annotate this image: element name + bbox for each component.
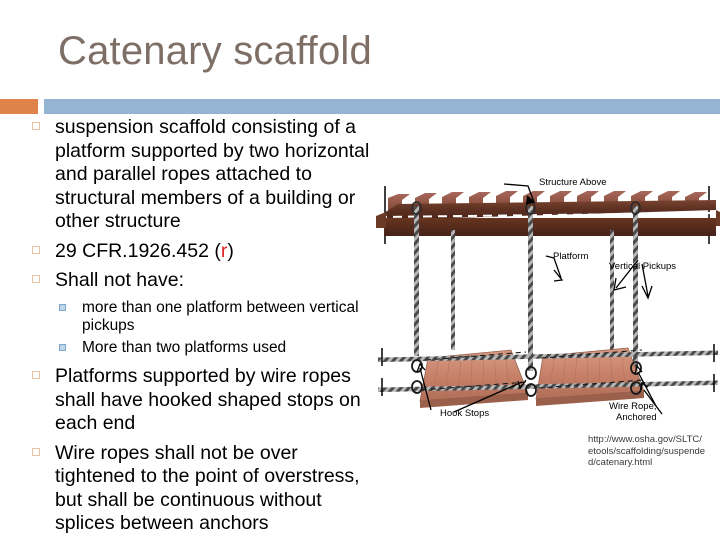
list-item: Shall not have: [0, 269, 374, 293]
bullet-square-icon [32, 122, 40, 130]
list-item-label: Shall not have: [55, 269, 185, 291]
list-item-label-suffix: ) [227, 239, 234, 262]
bullet-list: suspension scaffold consisting of a plat… [0, 116, 374, 540]
rope-anchor [381, 344, 715, 396]
bullet-square-icon [59, 343, 66, 351]
bullet-square-icon [32, 245, 40, 254]
accent-bar-orange [0, 99, 38, 114]
bullet-square-icon [32, 275, 40, 283]
vertical-pickup-ropes [414, 206, 638, 371]
diagram-label-platform: Platform [553, 251, 588, 262]
bullet-square-icon [32, 447, 40, 456]
list-item-label-prefix: 29 CFR.1926.452 ( [55, 239, 221, 262]
list-item: Platforms supported by wire ropes shall … [0, 365, 374, 436]
diagram-label-wire-rope-line1: Wire Rope, [609, 401, 657, 412]
page-title: Catenary scaffold [58, 29, 372, 73]
list-item-label-accent: r [220, 239, 228, 262]
list-item-label: suspension scaffold consisting of a plat… [55, 116, 370, 232]
sub-list-item: more than one platform between vertical … [0, 299, 374, 336]
sub-list-item: More than two platforms used [0, 339, 374, 358]
diagram-label-vertical-pickups: Vertical Pickups [609, 261, 676, 272]
list-item: Wire ropes shall not be over tightened t… [0, 442, 374, 536]
diagram-label-wire-rope-line2: Anchored [616, 412, 657, 423]
source-url-text[interactable]: http://www.osha.gov/SLTC/etools/scaffold… [588, 434, 706, 468]
bullet-square-icon [32, 371, 40, 379]
bullet-square-icon [59, 303, 66, 311]
list-item: suspension scaffold consisting of a plat… [0, 116, 374, 234]
list-item: 29 CFR.1926.452 (r) [0, 240, 374, 264]
leader-lines [416, 183, 663, 415]
list-item-label: Platforms supported by wire ropes shall … [55, 365, 361, 434]
top-rope-line [377, 212, 720, 218]
diagram-label-structure-above: Structure Above [539, 177, 607, 188]
rope-hidden-dash [421, 349, 644, 391]
sub-list-item-label: More than two platforms used [82, 338, 287, 356]
list-item-label: Wire ropes shall not be over tightened t… [55, 441, 360, 535]
structure-beam-front [384, 218, 716, 236]
structure-beam-top [384, 200, 716, 220]
accent-bar-blue [44, 99, 720, 114]
catenary-scaffold-diagram: Structure Above Vertical Pickups Platfor… [376, 168, 720, 430]
sub-list-item-label: more than one platform between vertical … [82, 298, 359, 335]
diagram-label-hook-stops: Hook Stops [440, 408, 489, 419]
